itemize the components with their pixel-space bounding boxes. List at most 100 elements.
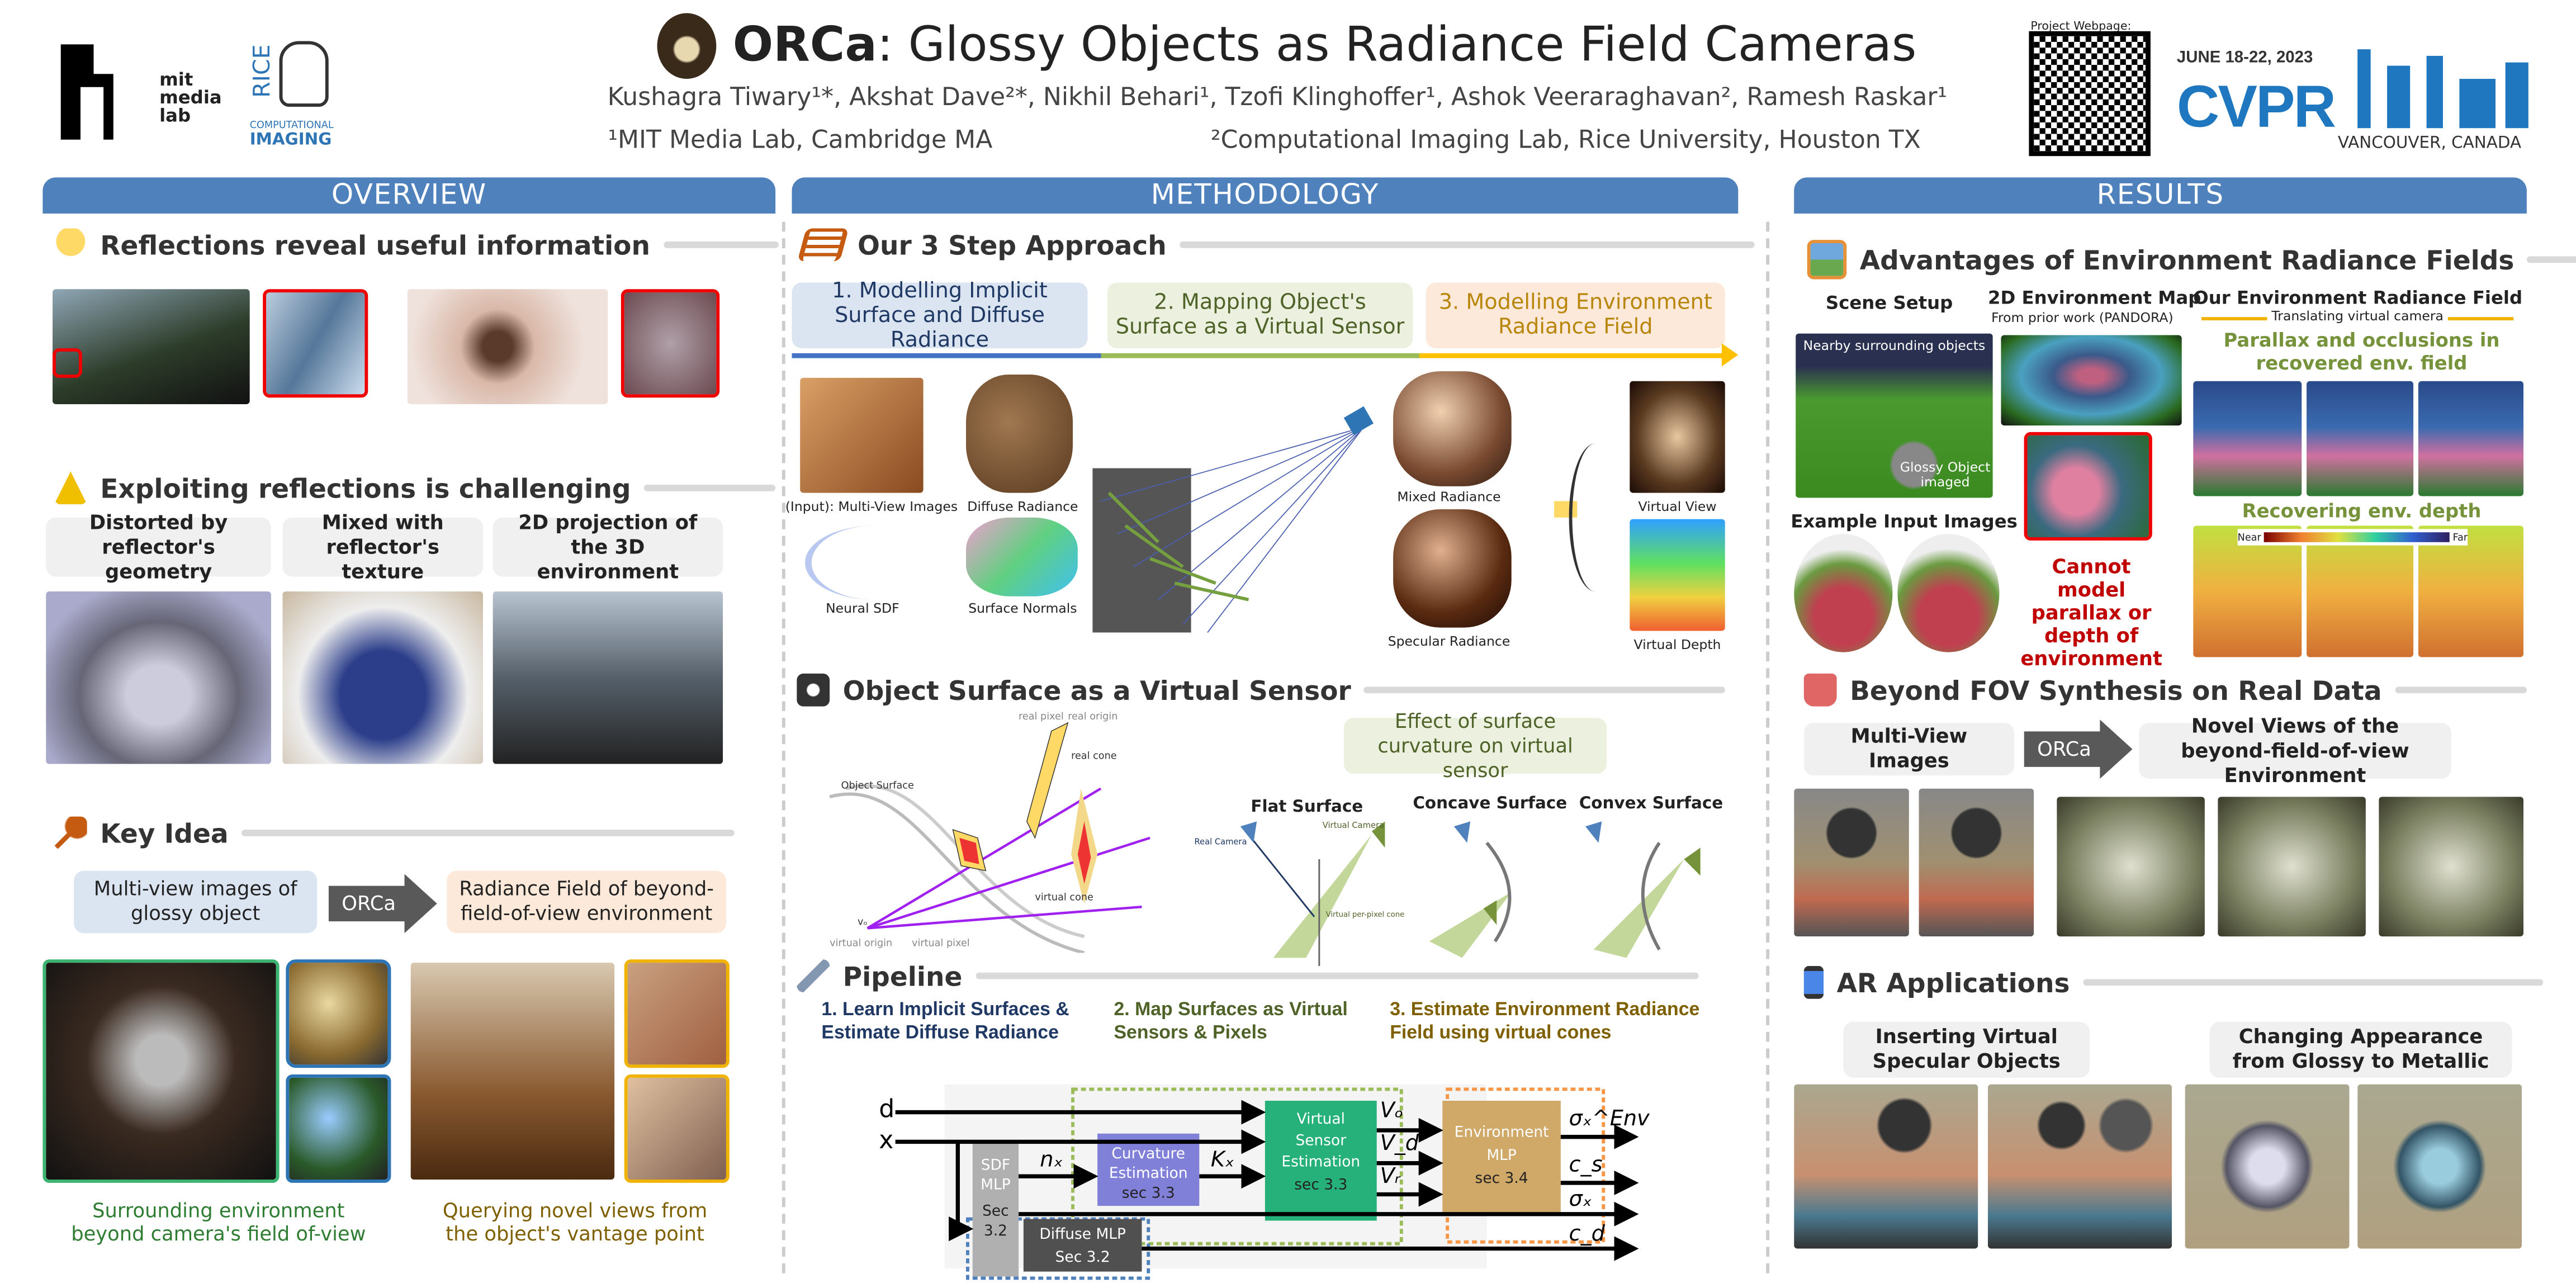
curvature-effect-box: Effect of surface curvature on virtual s… [1343, 709, 1607, 781]
logo-text: media [159, 87, 222, 108]
virtual-view-image [1630, 381, 1725, 493]
pipeline-label: Curvature [1111, 1145, 1185, 1162]
logo-text: COMPUTATIONAL [249, 120, 334, 132]
arc-diagram [1569, 443, 1622, 591]
real-input-image [1919, 788, 2034, 937]
car-reflection-image [53, 289, 250, 404]
pipeline-label: Vₒ [1380, 1098, 1404, 1123]
diagram-label: Object Surface [841, 780, 914, 792]
diagram-label: Virtual per-pixel cone [1326, 911, 1405, 919]
subheading-text: Pipeline [842, 960, 963, 992]
depth-view [2193, 525, 2302, 657]
diffuse-mlp-block [1023, 1219, 1142, 1272]
pipeline-label: Sensor [1295, 1131, 1346, 1149]
pipeline-label: MLP [981, 1176, 1011, 1194]
landscape-picture-icon [1807, 240, 1847, 280]
surface-normals-image [966, 517, 1078, 596]
diagram-label: virtual cone [1035, 892, 1093, 903]
step-1: 1. Modelling Implicit Surface and Diffus… [792, 278, 1088, 352]
curvature-diagrams: Real Camera Virtual Camera Virtual per-p… [1195, 821, 1701, 967]
fov-output: Novel Views of the beyond-field-of-view … [2139, 714, 2451, 786]
caption-line: Surrounding environment [92, 1199, 345, 1223]
phone-icon [1803, 966, 1824, 999]
orca-arrow: ORCa [2024, 719, 2133, 779]
column-label: 2D Environment Map [1987, 287, 2201, 309]
pipeline-label: Virtual [1297, 1110, 1345, 1128]
depth-view [2307, 525, 2414, 657]
ar-label: Inserting Virtual Specular Objects [1843, 1021, 2090, 1078]
affiliation-2: ²Computational Imaging Lab, Rice Univers… [1210, 125, 1921, 155]
diagram-label: virtual origin [830, 938, 892, 949]
room-cameras-image [42, 959, 280, 1183]
pipeline-label: Vᵣ [1380, 1164, 1401, 1188]
vase-image [282, 591, 484, 764]
challenge-label: Mixed with reflector's texture [282, 510, 484, 583]
wrench-icon [797, 959, 830, 993]
subheading: AR Applications [1803, 966, 2543, 999]
diagram-label: real origin [1068, 711, 1117, 722]
ar-image [1794, 1084, 1978, 1249]
step-2: 2. Mapping Object's Surface as a Virtual… [1107, 282, 1413, 349]
depth-colorbar: Near Far [2237, 529, 2468, 546]
diagram-label: vₒ [858, 917, 868, 928]
pipeline-step-3: 3. Estimate Environment Radiance Field u… [1390, 1000, 1700, 1044]
pipeline-label: c_d [1569, 1221, 1606, 1246]
owl-icon [279, 41, 329, 107]
pipeline-label: V_d [1380, 1131, 1419, 1156]
challenge-label: Distorted by reflector's geometry [46, 510, 271, 583]
subheading-text: Object Surface as a Virtual Sensor [842, 674, 1351, 706]
scene-setup-image [1796, 333, 1993, 498]
translate-label: Translating virtual camera [2267, 309, 2448, 324]
sdf-mlp-block [972, 1140, 1019, 1277]
caption: (Input): Multi-View Images [785, 499, 958, 514]
environment-mlp-block [1442, 1100, 1561, 1216]
orca-icon [657, 13, 717, 79]
challenge-label: 2D projection of the 3D environment [493, 510, 723, 583]
ar-image [2185, 1084, 2350, 1249]
far-label: Far [2452, 531, 2468, 543]
pipeline-label: Sec 3.2 [1055, 1248, 1110, 1266]
ladder-icon [797, 228, 849, 262]
camera-icon [1343, 406, 1374, 435]
caption-line: beyond camera's field of-view [71, 1222, 366, 1246]
subheading: Pipeline [797, 959, 1698, 993]
prior-work-label: From prior work (PANDORA) [1991, 310, 2174, 325]
pipeline-label: sec 3.4 [1475, 1169, 1528, 1187]
subheading: Advantages of Environment Radiance Field… [1807, 240, 2576, 280]
subheading: Object Surface as a Virtual Sensor [797, 673, 1726, 707]
warning-icon [54, 471, 87, 505]
depth-label: Recovering env. depth [2242, 499, 2482, 523]
depth-view [2418, 525, 2523, 657]
novel-view-image [2379, 797, 2523, 937]
diagram-label: real pixel [1019, 711, 1064, 722]
caption: Mixed Radiance [1397, 489, 1501, 505]
caption: Surface Normals [968, 601, 1077, 617]
bean-image [46, 591, 271, 764]
pipeline-label: Environment [1455, 1124, 1549, 1141]
qr-code[interactable] [2029, 31, 2151, 157]
arrow-label: ORCa [2037, 737, 2091, 761]
page-title: ORCa: Glossy Objects as Radiance Field C… [733, 16, 1917, 72]
curvature-label: Concave Surface [1413, 795, 1568, 813]
novel-view-image [624, 1074, 730, 1183]
car-mirror-image [493, 591, 723, 764]
radiance-field-view [2307, 381, 2414, 496]
subheading: Our 3 Step Approach [797, 228, 1755, 262]
cvpr-logo: JUNE 18-22, 2023 CVPR VANCOUVER, CANADA [2176, 32, 2539, 164]
subheading: Exploiting reflections is challenging [54, 471, 776, 505]
curvature-block [1097, 1133, 1200, 1206]
cvpr-name: CVPR [2176, 72, 2336, 140]
caption: Diffuse Radiance [967, 499, 1078, 514]
cannot-model-label: Cannot model parallax or depth of enviro… [2020, 555, 2162, 671]
pipeline-label: Estimation [1109, 1164, 1188, 1182]
caption: Specular Radiance [1388, 634, 1510, 649]
env-map-image [2001, 335, 2182, 426]
rice-logo: RICE COMPUTATIONAL IMAGING [250, 41, 357, 149]
virtual-sensor-rays-diagram [1092, 406, 1374, 633]
qr-label: Project Webpage: [2030, 20, 2132, 33]
subheading: Reflections reveal useful information [54, 228, 779, 262]
orca-arrow: ORCa [328, 874, 437, 934]
fov-input: Multi-View Images [1803, 723, 2014, 776]
